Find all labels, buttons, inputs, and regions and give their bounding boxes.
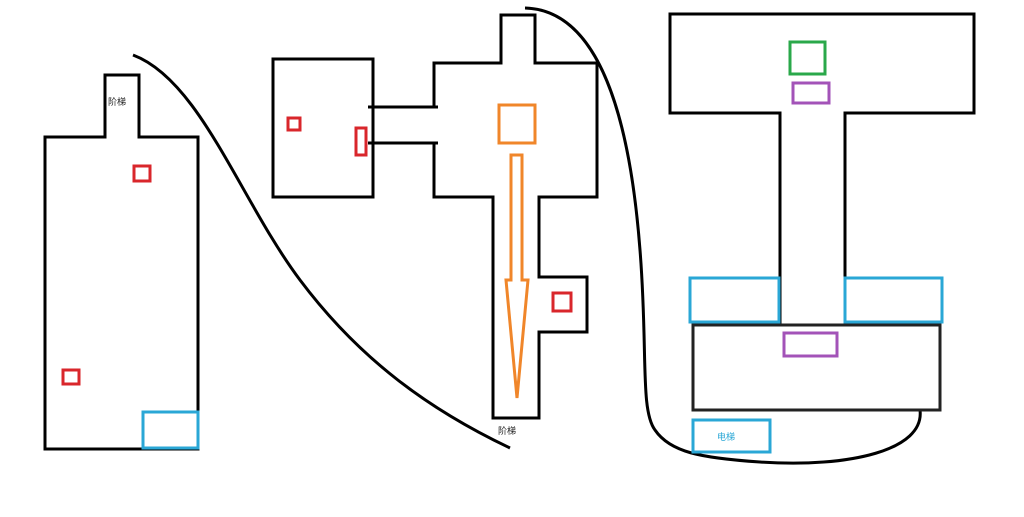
blue-zone bbox=[688, 276, 781, 324]
stairs-label-middle: 阶梯 bbox=[498, 425, 516, 437]
lower-hall bbox=[691, 323, 942, 412]
right-building: 电梯 bbox=[668, 12, 976, 454]
orange-arrow-icon bbox=[504, 153, 530, 399]
main-room-walls bbox=[432, 13, 599, 420]
purple-zone bbox=[782, 331, 839, 358]
blue-zone bbox=[141, 410, 200, 450]
elevator-zone bbox=[691, 418, 772, 454]
red-marker bbox=[286, 116, 302, 132]
green-zone bbox=[788, 40, 827, 76]
connector-curve-2 bbox=[524, 6, 922, 465]
red-door-marker bbox=[354, 126, 368, 157]
elevator-label: 电梯 bbox=[717, 431, 735, 443]
red-marker bbox=[132, 164, 152, 183]
purple-zone bbox=[791, 81, 831, 105]
middle-building: 阶梯 bbox=[271, 13, 599, 437]
stairs-label-left: 阶梯 bbox=[108, 96, 126, 108]
connector-curve-1 bbox=[132, 53, 511, 450]
orange-zone bbox=[497, 103, 537, 145]
red-marker bbox=[61, 368, 81, 386]
left-building: 阶梯 bbox=[43, 73, 200, 451]
side-room bbox=[271, 57, 375, 199]
blue-zone bbox=[843, 276, 944, 324]
red-marker bbox=[551, 291, 573, 313]
left-building-walls bbox=[43, 73, 200, 451]
